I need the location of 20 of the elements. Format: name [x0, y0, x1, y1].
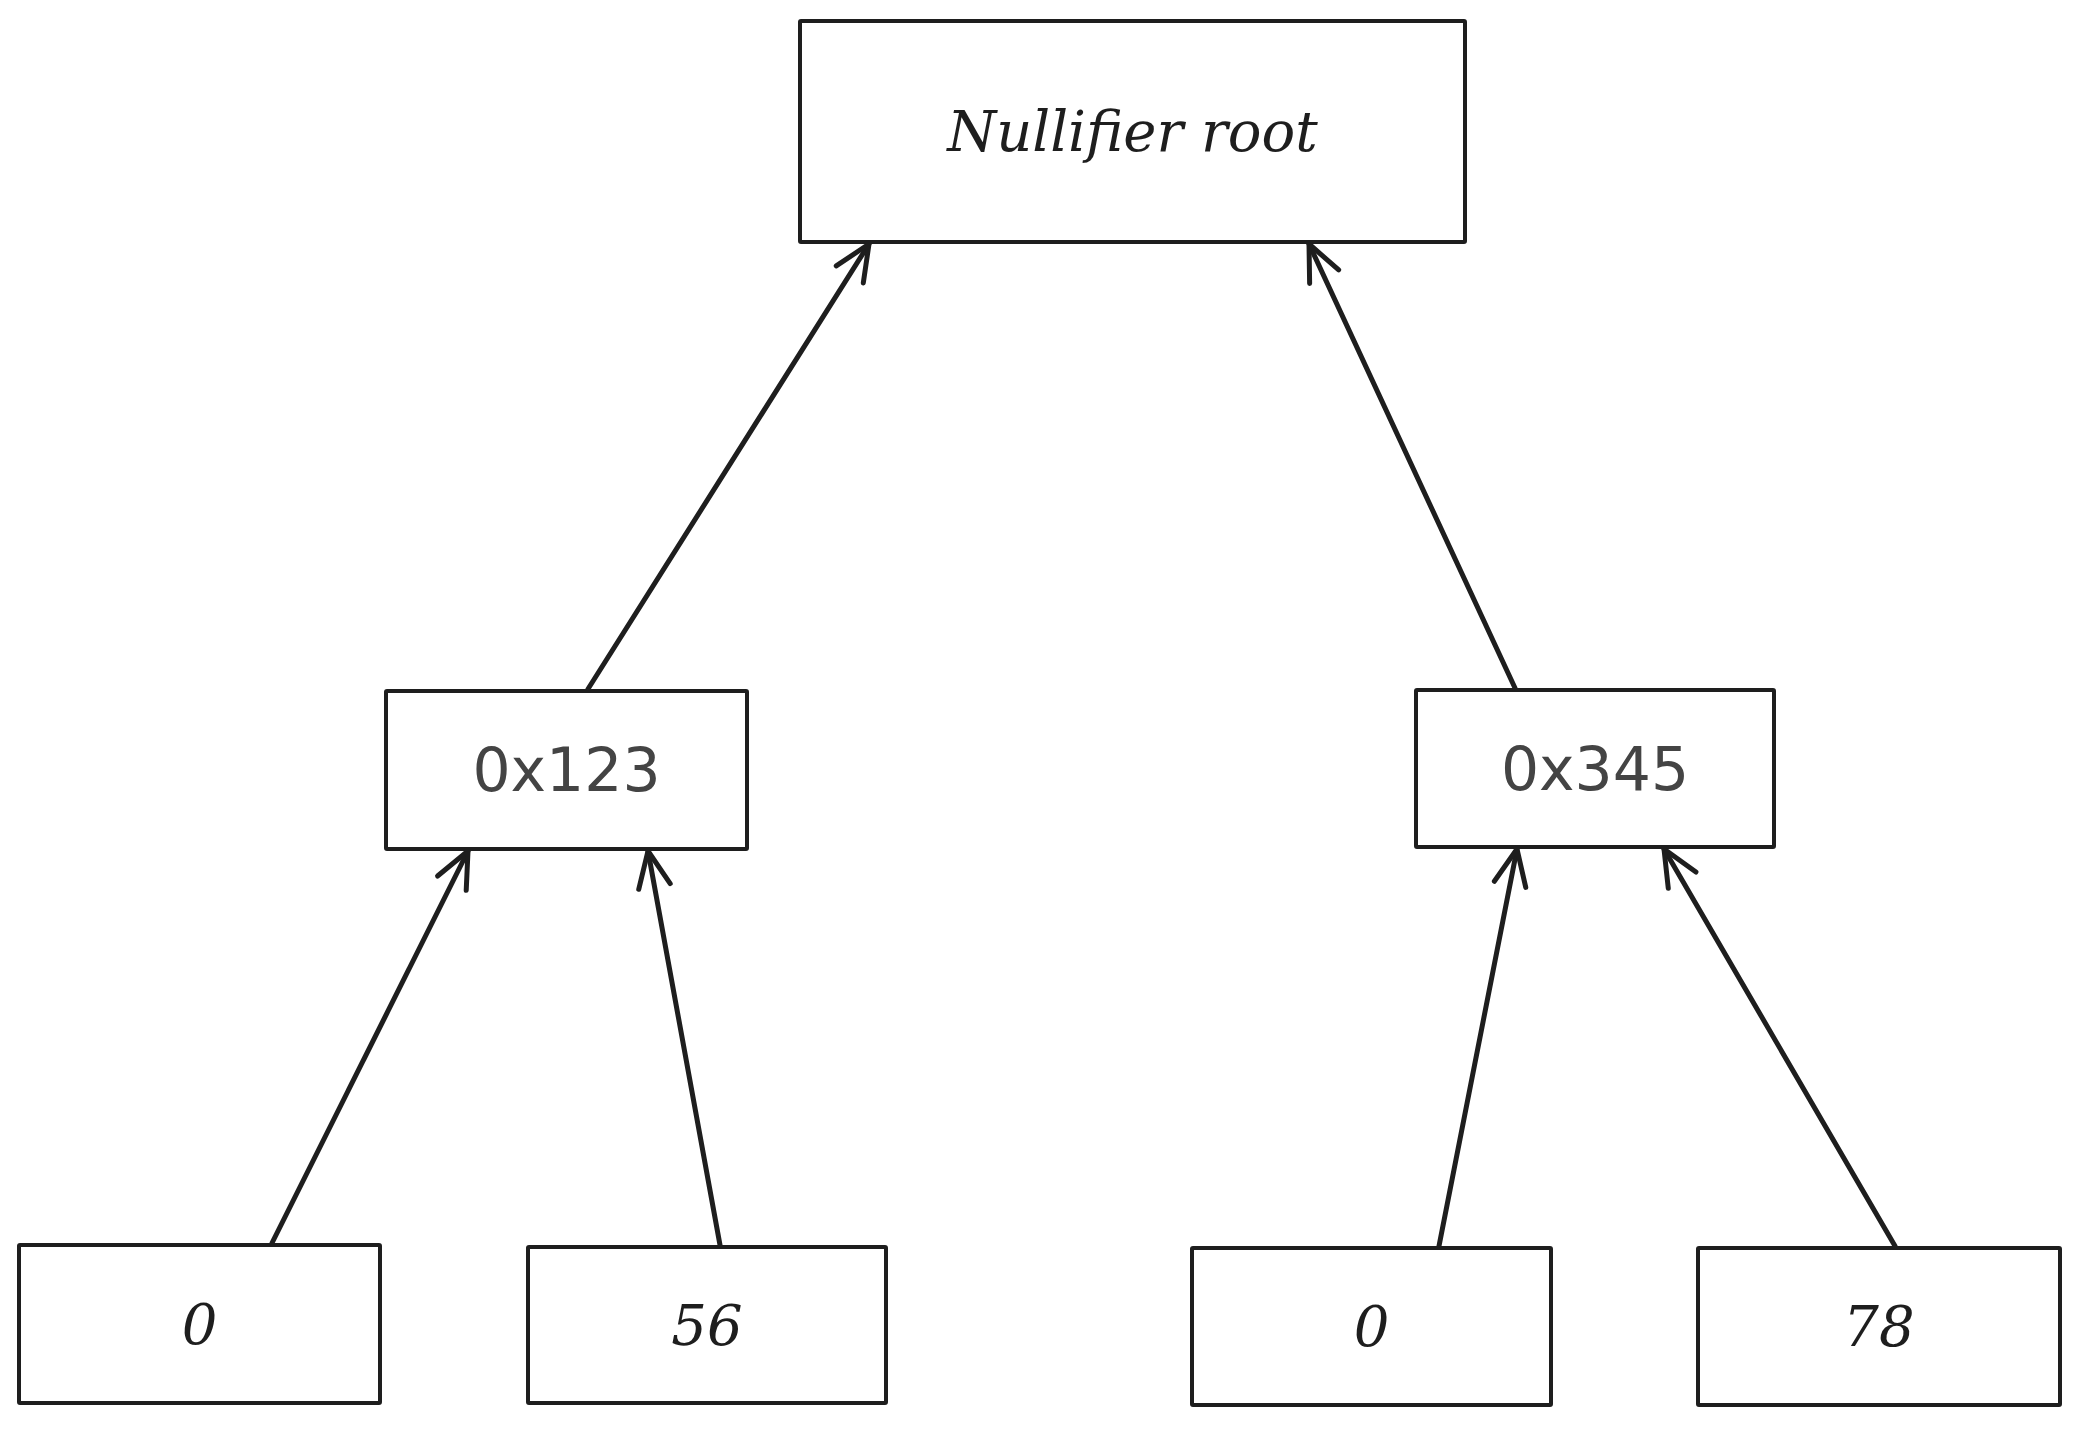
- node-label: 56: [671, 1292, 743, 1358]
- node-label: 0: [181, 1291, 218, 1357]
- arrow: [269, 848, 471, 1246]
- arrow: [1306, 241, 1518, 691]
- tree-node-box: [384, 689, 749, 851]
- node-label: 78: [1843, 1294, 1915, 1359]
- arrow: [636, 848, 723, 1248]
- arrow: [1661, 846, 1898, 1249]
- node-label: 0x345: [1500, 733, 1690, 804]
- node-label: Nullifier root: [947, 99, 1318, 164]
- tree-node-box: [17, 1243, 382, 1405]
- arrow: [1436, 846, 1529, 1249]
- tree-node-box: [526, 1245, 888, 1405]
- tree-node-box: [1696, 1246, 2062, 1407]
- arrow: [585, 241, 872, 692]
- node-label: 0x123: [472, 735, 661, 805]
- tree-node-box: [1190, 1246, 1553, 1407]
- tree-node-box: [798, 19, 1467, 244]
- tree-node-box: [1414, 688, 1776, 849]
- node-label: 0: [1353, 1294, 1390, 1359]
